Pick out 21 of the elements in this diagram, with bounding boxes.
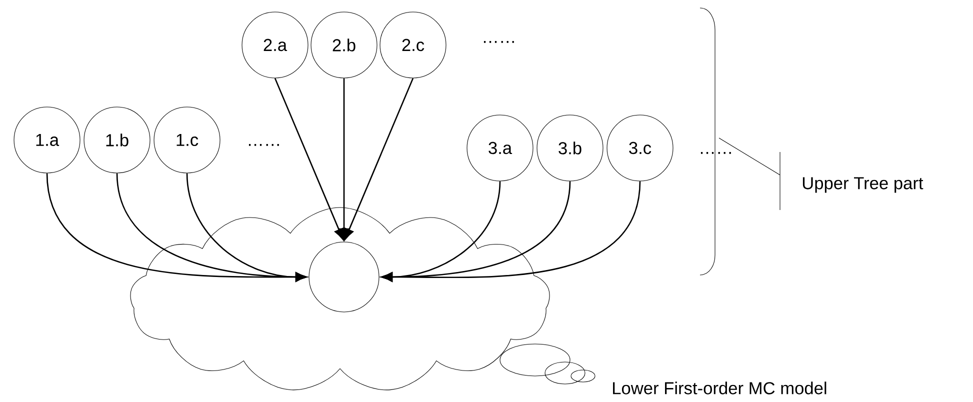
model-caption: Lower First-order MC model <box>613 382 826 394</box>
arrow <box>344 78 414 240</box>
circle-node: 2.c <box>380 12 446 78</box>
cloud-shape <box>130 207 550 390</box>
part-label: Upper Tree part <box>802 177 924 193</box>
circle-node: 3.c <box>606 114 674 182</box>
circle-node: 3.a <box>466 114 534 182</box>
arrow <box>381 181 641 282</box>
arrow <box>339 78 349 240</box>
ellipsis: …… <box>248 144 279 146</box>
circle-node <box>308 242 380 312</box>
circle-node: 1.a <box>14 106 80 174</box>
circle-node: 2.b <box>310 12 378 78</box>
arrow <box>186 173 307 282</box>
circle-node: 3.b <box>536 114 604 182</box>
arrow <box>274 78 344 240</box>
ellipsis: …… <box>484 41 514 43</box>
ellipsis: …… <box>700 152 731 154</box>
circle-node: 1.b <box>84 106 150 174</box>
circle-node: 1.c <box>154 106 220 174</box>
circle-node: 2.a <box>242 12 308 78</box>
